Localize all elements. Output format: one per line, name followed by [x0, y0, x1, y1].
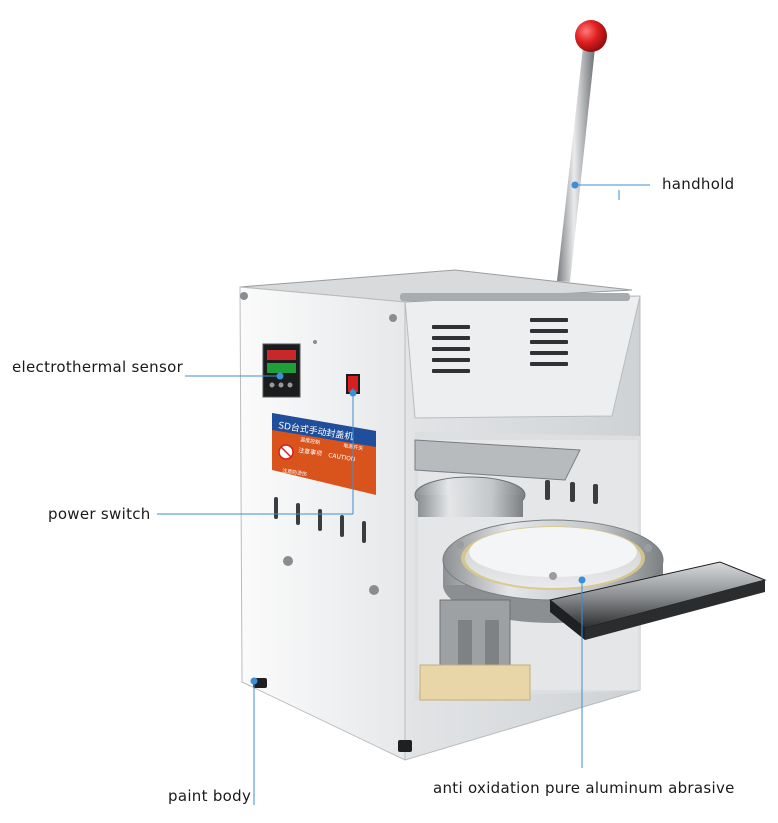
- front-screws: [240, 292, 397, 595]
- callout-lines: [157, 184, 650, 805]
- machine-front-body: [239, 286, 406, 761]
- machine: SD台式手动封盖机 注意事项 CAUTION 温度控制 电源开关 注意防烫伤: [239, 269, 767, 761]
- label-abrasive: anti oxidation pure aluminum abrasive: [433, 779, 735, 797]
- label-paint-body: paint body: [168, 787, 252, 805]
- power-switch: [346, 374, 360, 394]
- handle: [557, 20, 607, 282]
- panel-sub-mid: 注意防烫伤: [282, 467, 308, 478]
- foot-right: [398, 740, 412, 752]
- head-vents: [432, 318, 568, 373]
- panel-sub-left: 温度控制: [300, 436, 321, 446]
- top-bar: [400, 293, 630, 301]
- machine-top-head: [404, 295, 641, 419]
- lower-mechanism: [419, 599, 531, 701]
- panel-warning: 注意事项: [298, 446, 323, 458]
- handle-ball: [575, 20, 607, 52]
- label-power-switch: power switch: [48, 505, 151, 523]
- label-handhold: handhold: [662, 175, 735, 193]
- upper-press-plate: [414, 439, 581, 481]
- warning-label: SD台式手动封盖机 注意事项 CAUTION 温度控制 电源开关 注意防烫伤: [272, 413, 376, 495]
- cavity-vent-slots: [545, 480, 598, 504]
- temperature-controller: [262, 343, 301, 398]
- label-electrothermal-sensor: electrothermal sensor: [12, 358, 184, 376]
- panel-caution: CAUTION: [328, 452, 356, 463]
- callout-dots: [250, 181, 586, 685]
